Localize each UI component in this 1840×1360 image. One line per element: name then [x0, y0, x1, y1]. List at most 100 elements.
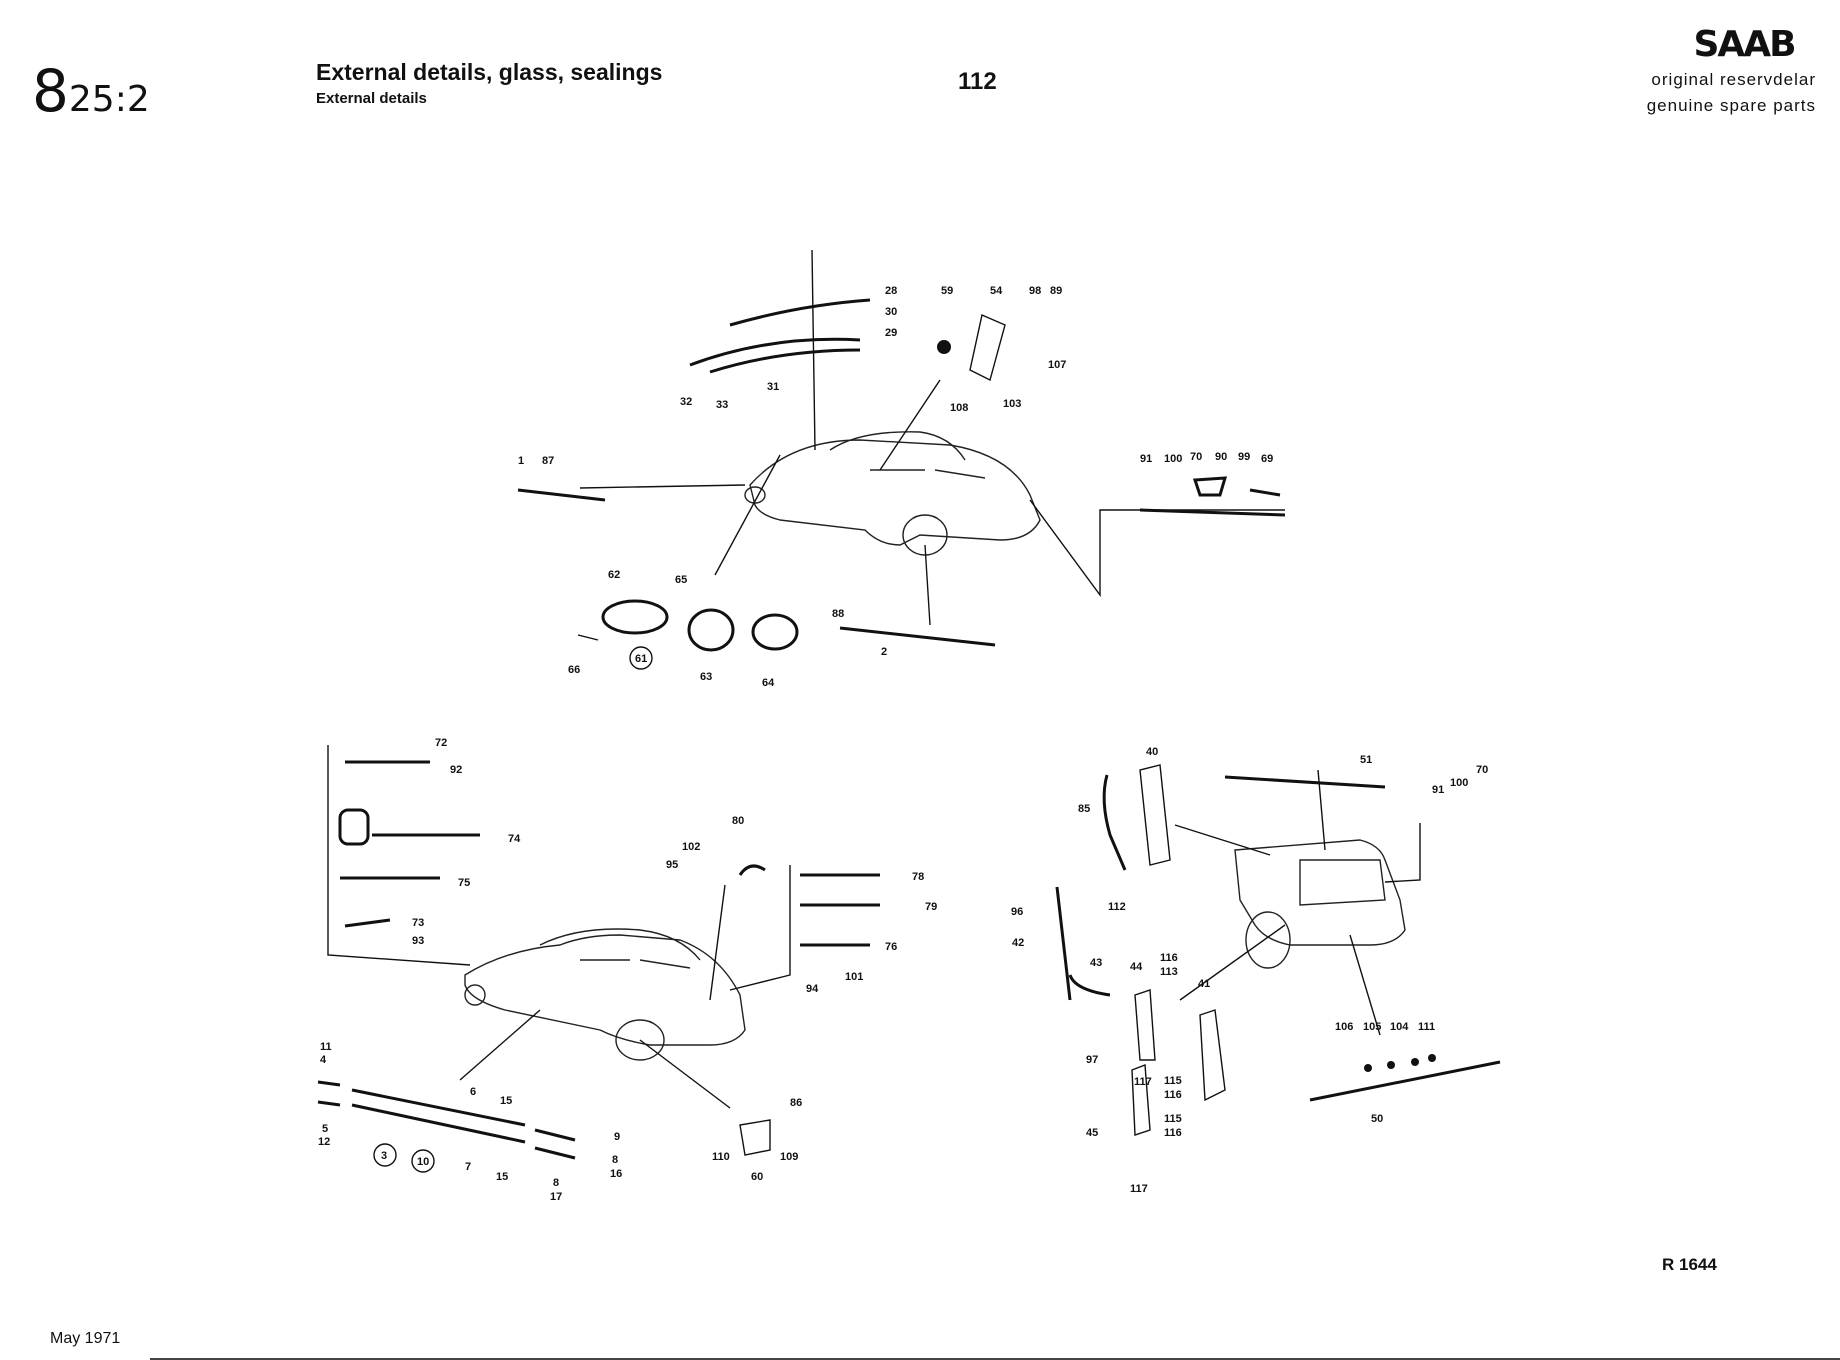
top-parts: [517, 298, 1286, 670]
callout-73: 73: [412, 917, 424, 929]
bottom-left-car-illustration: [327, 745, 791, 1109]
top-callout-labels: 28 30 29 32 33 31 59 54 98 89 107 108 10…: [518, 285, 1273, 689]
callout-32: 32: [680, 396, 692, 408]
page-number: 112: [958, 68, 997, 95]
fastener-part-111: [1428, 1054, 1436, 1062]
callout-6: 6: [470, 1086, 476, 1098]
callout-circle-61: [629, 646, 653, 670]
callout-85: 85: [1078, 803, 1090, 815]
callout-15-lower: 15: [496, 1171, 508, 1183]
callout-95: 95: [666, 859, 678, 871]
callout-2: 2: [881, 646, 887, 658]
callout-17: 17: [550, 1191, 562, 1203]
section-code: 825:2: [32, 62, 150, 120]
callout-110: 110: [712, 1151, 730, 1163]
callout-33: 33: [716, 399, 728, 411]
callout-54: 54: [990, 285, 1003, 297]
callout-76: 76: [885, 941, 897, 953]
bottom-rule: [150, 1358, 1840, 1360]
callout-88: 88: [832, 608, 844, 620]
callout-44: 44: [1130, 961, 1143, 973]
callout-9: 9: [614, 1131, 620, 1143]
fastener-part-106: [1364, 1064, 1372, 1072]
callout-116-mid: 116: [1164, 1089, 1182, 1101]
callout-92: 92: [450, 764, 462, 776]
callout-91-top: 91: [1140, 453, 1152, 465]
callout-104: 104: [1390, 1021, 1409, 1033]
top-car-illustration: [579, 249, 1285, 626]
callout-circle-10: [411, 1149, 435, 1173]
grommet-part-59: [937, 340, 951, 354]
callout-50: 50: [1371, 1113, 1383, 1125]
callout-97: 97: [1086, 1054, 1098, 1066]
callout-96: 96: [1011, 906, 1023, 918]
callout-113: 113: [1160, 966, 1178, 978]
callout-78: 78: [912, 871, 924, 883]
callout-16: 16: [610, 1168, 622, 1180]
callout-89: 89: [1050, 285, 1062, 297]
callout-15-upper: 15: [500, 1095, 512, 1107]
callout-4: 4: [320, 1054, 327, 1066]
callout-28: 28: [885, 285, 897, 297]
callout-117-upper: 117: [1134, 1076, 1152, 1088]
callout-3: 3: [381, 1150, 387, 1162]
callout-79: 79: [925, 901, 937, 913]
tagline-english: genuine spare parts: [1646, 96, 1816, 115]
callout-30: 30: [885, 306, 897, 318]
callout-102: 102: [682, 841, 700, 853]
callout-70-bottom: 70: [1476, 764, 1488, 776]
bottom-left-callout-labels: 72 92 74 75 73 93 80 102 95 78 79 76 101…: [318, 737, 937, 1203]
callout-80: 80: [732, 815, 744, 827]
fastener-part-105: [1387, 1061, 1395, 1069]
callout-69: 69: [1261, 453, 1273, 465]
callout-99: 99: [1238, 451, 1250, 463]
publication-date: May 1971: [50, 1330, 121, 1347]
callout-31: 31: [767, 381, 779, 393]
callout-74: 74: [508, 833, 521, 845]
callout-8-lower: 8: [553, 1177, 559, 1189]
callout-42: 42: [1012, 937, 1024, 949]
callout-65: 65: [675, 574, 687, 586]
svg-text:SAAB: SAAB: [1693, 26, 1794, 62]
callout-64: 64: [762, 677, 775, 689]
callout-94: 94: [806, 983, 819, 995]
drawing-reference: R 1644: [1662, 1255, 1717, 1274]
callout-62: 62: [608, 569, 620, 581]
callout-87: 87: [542, 455, 554, 467]
callout-117-lower: 117: [1130, 1183, 1148, 1195]
callout-106: 106: [1335, 1021, 1353, 1033]
callout-63: 63: [700, 671, 712, 683]
callout-41: 41: [1198, 978, 1210, 990]
callout-43: 43: [1090, 957, 1102, 969]
callout-40: 40: [1146, 746, 1158, 758]
callout-5: 5: [322, 1123, 328, 1135]
callout-29: 29: [885, 327, 897, 339]
callout-circle-3: [373, 1143, 397, 1167]
callout-116-upper: 116: [1160, 952, 1178, 964]
bottom-right-car-illustration: [1174, 769, 1421, 1036]
bottom-left-parts: [317, 760, 880, 1173]
callout-91-bottom: 91: [1432, 784, 1444, 796]
callout-60: 60: [751, 1171, 763, 1183]
fastener-part-104: [1411, 1058, 1419, 1066]
callout-109: 109: [780, 1151, 798, 1163]
page-subtitle: External details: [316, 90, 427, 107]
callout-1: 1: [518, 455, 524, 467]
callout-72: 72: [435, 737, 447, 749]
page-title: External details, glass, sealings: [316, 59, 663, 85]
callout-105: 105: [1363, 1021, 1381, 1033]
callout-112: 112: [1108, 901, 1126, 913]
callout-116-lower: 116: [1164, 1127, 1182, 1139]
callout-107: 107: [1048, 359, 1066, 371]
callout-115-upper: 115: [1164, 1075, 1182, 1087]
callout-101: 101: [845, 971, 863, 983]
saab-logo: SAAB: [1693, 26, 1796, 62]
callout-66: 66: [568, 664, 580, 676]
callout-75: 75: [458, 877, 470, 889]
callout-103: 103: [1003, 398, 1021, 410]
callout-100-bottom: 100: [1450, 777, 1468, 789]
callout-93: 93: [412, 935, 424, 947]
callout-70-top: 70: [1190, 451, 1202, 463]
callout-45: 45: [1086, 1127, 1098, 1139]
